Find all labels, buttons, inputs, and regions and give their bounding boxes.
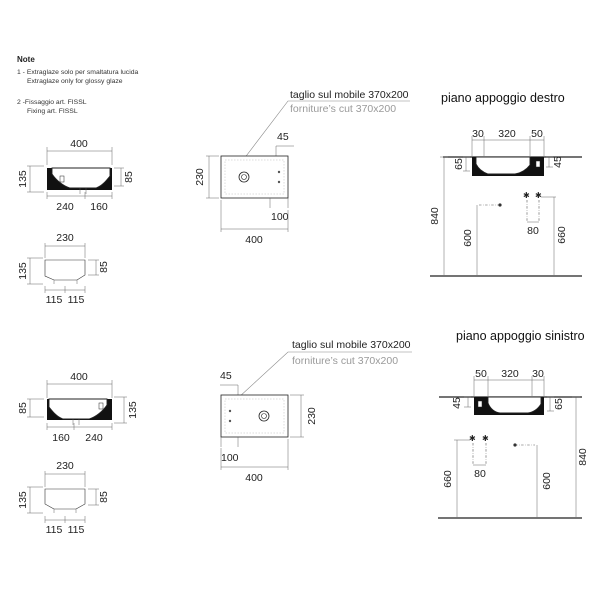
front-l-left-seg: 160 xyxy=(52,432,70,444)
install-l-dim-660: 660 xyxy=(442,470,454,488)
side-l-seg-b: 115 xyxy=(68,524,85,536)
note-1: 1 - Extraglaze solo per smaltatura lucid… xyxy=(17,69,138,76)
notes-title: Note xyxy=(17,55,35,64)
side-view-right: 230 135 85 115 115 xyxy=(17,232,110,306)
side-r-seg-b: 115 xyxy=(68,294,85,306)
notes-block: Note 1 - Extraglaze solo per smaltatura … xyxy=(17,55,138,115)
install-r-dim-320: 320 xyxy=(498,128,516,140)
note-2-en: Fixing art. FISSL xyxy=(27,108,78,115)
top-r-dim-100: 100 xyxy=(271,211,289,223)
side-l-seg-a: 115 xyxy=(46,524,63,536)
front-l-left-height: 85 xyxy=(17,402,29,414)
front-l-width: 400 xyxy=(70,371,88,383)
install-r-dim-45: 45 xyxy=(552,156,564,168)
front-r-right-height: 85 xyxy=(123,171,135,183)
side-l-width: 230 xyxy=(56,460,74,472)
top-r-dim-45: 45 xyxy=(277,131,289,143)
front-r-left-height: 135 xyxy=(17,170,29,188)
install-l-dim-320: 320 xyxy=(501,368,519,380)
install-l-title: piano appoggio sinistro xyxy=(456,329,585,343)
install-view-right: piano appoggio destro 30 320 50 65 45 84… xyxy=(429,91,582,277)
front-view-left: 400 85 135 160 240 xyxy=(17,371,139,444)
top-l-cut-label: taglio sul mobile 370x200 xyxy=(292,339,411,351)
side-view-left: 230 135 85 115 115 xyxy=(17,460,110,536)
front-r-left-seg: 240 xyxy=(56,201,74,213)
front-l-right-seg: 240 xyxy=(85,432,103,444)
install-l-dim-840: 840 xyxy=(577,448,589,466)
top-r-width: 400 xyxy=(245,234,263,246)
install-l-dim-50: 50 xyxy=(475,368,487,380)
install-r-dim-600: 600 xyxy=(462,229,474,247)
side-r-seg-a: 115 xyxy=(46,294,63,306)
pipe-left-r-icon: ✱ xyxy=(523,191,530,200)
front-l-right-height: 135 xyxy=(127,401,139,419)
pipe-right-r-icon: ✱ xyxy=(535,191,542,200)
side-l-right-height: 85 xyxy=(98,491,110,503)
install-l-dim-600: 600 xyxy=(541,472,553,490)
note-1-en: Extraglaze only for glossy glaze xyxy=(27,78,123,85)
pipe-left-l-icon: ✱ xyxy=(469,434,476,443)
install-r-dim-660: 660 xyxy=(556,226,568,244)
pipe-right-l-icon: ✱ xyxy=(482,434,489,443)
install-l-dim-45: 45 xyxy=(451,397,463,409)
top-view-left: taglio sul mobile 370x200 forniture’s cu… xyxy=(220,339,412,484)
side-r-width: 230 xyxy=(56,232,74,244)
side-r-right-height: 85 xyxy=(98,261,110,273)
install-r-dim-80: 80 xyxy=(527,225,539,237)
install-r-dim-30: 30 xyxy=(472,128,484,140)
note-2: 2 -Fissaggio art. FISSL xyxy=(17,99,87,106)
install-r-dim-840: 840 xyxy=(429,207,441,225)
top-r-height: 230 xyxy=(194,168,206,186)
install-l-dim-30: 30 xyxy=(532,368,544,380)
install-r-title: piano appoggio destro xyxy=(441,91,565,105)
top-view-right: taglio sul mobile 370x200 forniture’s cu… xyxy=(194,89,410,246)
top-l-dim-45: 45 xyxy=(220,370,232,382)
top-l-cut-label-en: forniture’s cut 370x200 xyxy=(292,355,398,367)
top-r-cut-label-en: forniture’s cut 370x200 xyxy=(290,103,396,115)
install-r-dim-50: 50 xyxy=(531,128,543,140)
top-r-cut-label: taglio sul mobile 370x200 xyxy=(290,89,409,101)
install-r-dim-65: 65 xyxy=(453,158,465,170)
install-view-left: piano appoggio sinistro 50 320 30 45 65 … xyxy=(438,329,589,519)
top-l-dim-100: 100 xyxy=(221,452,239,464)
install-l-dim-65: 65 xyxy=(553,398,565,410)
front-r-right-seg: 160 xyxy=(90,201,108,213)
side-l-left-height: 135 xyxy=(17,491,29,509)
top-l-height: 230 xyxy=(306,407,318,425)
top-l-width: 400 xyxy=(245,472,263,484)
side-r-left-height: 135 xyxy=(17,262,29,280)
front-view-right: 400 135 85 240 160 xyxy=(17,138,135,213)
front-r-width: 400 xyxy=(70,138,88,150)
install-l-dim-80: 80 xyxy=(474,468,486,480)
